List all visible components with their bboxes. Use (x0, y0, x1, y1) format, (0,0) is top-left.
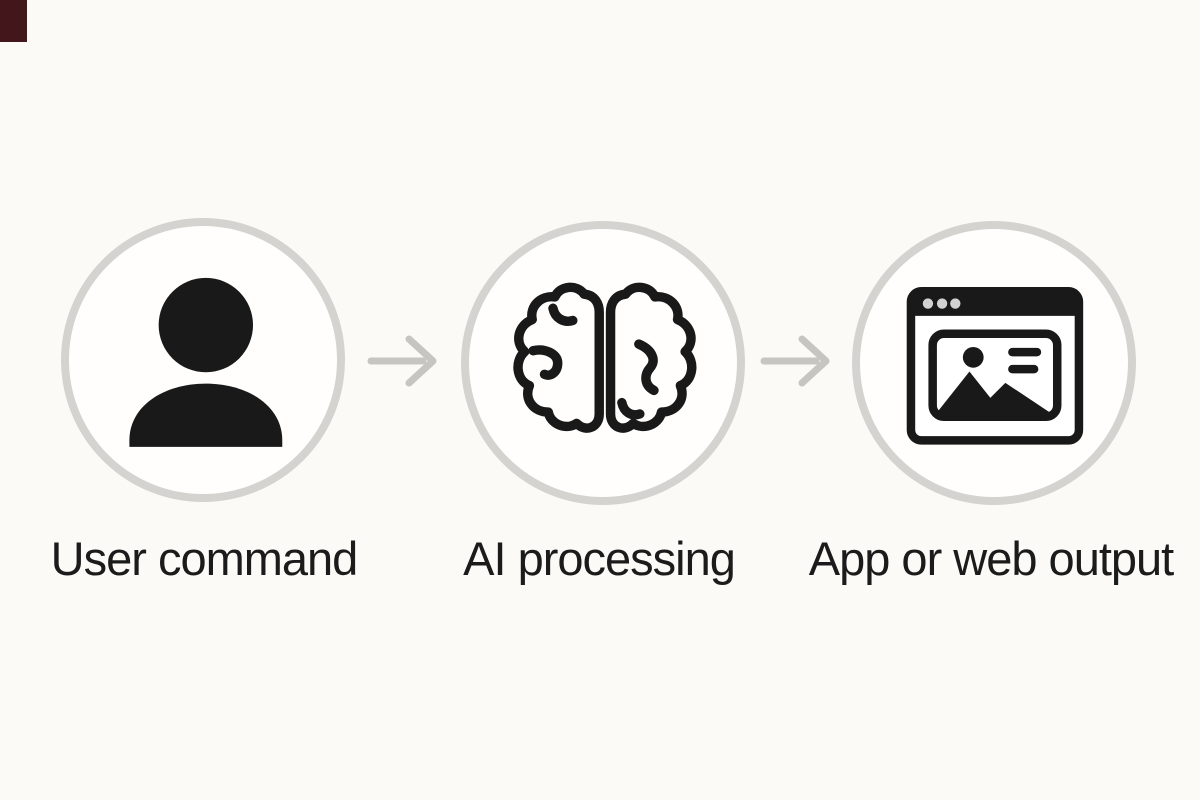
arrow-right-icon (367, 335, 437, 387)
step-circle-ai-processing (461, 221, 745, 505)
brain-icon (513, 282, 697, 433)
step-label-ai-processing: AI processing (463, 532, 736, 585)
step-label-web-output: App or web output (808, 532, 1175, 585)
step-circle-user-command (61, 218, 345, 502)
step-label-user-command: User command (50, 532, 359, 585)
arrow-right-icon (760, 335, 830, 387)
corner-artifact (0, 0, 27, 42)
browser-window-icon (906, 287, 1084, 445)
user-icon (129, 277, 283, 447)
step-circle-web-output (852, 221, 1136, 505)
